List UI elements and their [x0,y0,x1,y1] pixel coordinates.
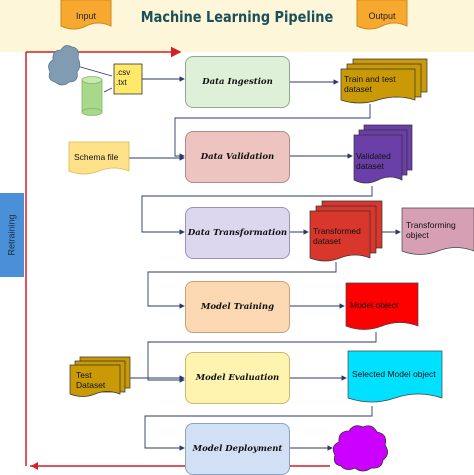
selected-model-shape [347,350,443,403]
cylinder-database-icon [81,76,103,116]
stage-data-ingestion: Data Ingestion [185,56,290,108]
transformed-dataset-label: Transformed dataset [313,226,361,246]
stage-label: Model Training [200,302,275,312]
retraining-bar [0,193,24,277]
schema-file-label: Schema file [74,152,119,162]
deployment-cloud-icon [332,425,388,472]
model-object-shape [345,282,419,330]
retraining-label: Retraining [7,214,17,256]
model-object-label: Model object [350,300,399,310]
transforming-object-label: Transforming object [406,220,456,240]
page-title: Machine Learning Pipeline [140,8,334,26]
stage-label: Data Validation [200,152,275,162]
input-legend-shape [60,0,112,30]
output-legend-shape [356,0,408,30]
test-dataset-shape [69,356,131,397]
stage-model-evaluation: Model Evaluation [185,352,290,404]
selected-model-label: Selected Model object [352,369,436,379]
stage-label: Data Ingestion [202,77,273,87]
retraining-loop [25,46,330,467]
output-legend-label: Output [368,11,396,21]
stage-data-transformation: Data Transformation [185,207,290,259]
stage-label: Model Deployment [192,444,283,454]
transformed-dataset-shape [309,200,383,262]
test-dataset-label: Test Dataset [76,370,106,390]
retraining-label-wrap: Retraining [0,193,24,277]
csv-txt-files-shape [113,63,143,95]
schema-file-shape [68,141,130,175]
stage-model-deployment: Model Deployment [185,423,290,475]
transforming-object-shape [401,207,474,255]
stage-label: Data Transformation [187,228,288,238]
input-legend-label: Input [75,11,97,21]
csv-txt-label: .csv .txt [116,68,131,87]
validated-dataset-label: Validated dataset [356,151,391,171]
stage-data-validation: Data Validation [185,131,290,183]
train-test-dataset-shape [340,58,428,104]
validated-dataset-shape [353,124,413,184]
train-test-dataset-label: Train and test dataset [344,74,396,94]
cloud-source-icon [48,45,81,86]
retraining-arrow-head [31,462,38,470]
stage-label: Model Evaluation [195,373,280,383]
stage-model-training: Model Training [185,281,290,333]
